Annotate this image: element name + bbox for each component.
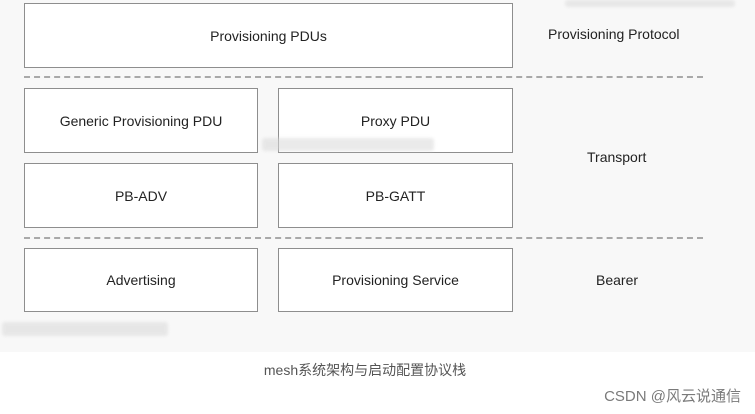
pb-adv-box: PB-ADV — [24, 163, 258, 228]
advertising-label: Advertising — [106, 272, 176, 288]
generic-provisioning-pdu-label: Generic Provisioning PDU — [59, 112, 223, 129]
pb-gatt-box: PB-GATT — [278, 163, 513, 228]
provisioning-service-box: Provisioning Service — [278, 248, 513, 312]
bearer-layer-label: Bearer — [596, 272, 639, 288]
provisioning-service-label: Provisioning Service — [332, 272, 459, 288]
provisioning-pdus-box: Provisioning PDUs — [24, 3, 513, 68]
source-credit: CSDN @风云说通信 — [604, 388, 741, 405]
diagram-canvas: Provisioning PDUs Provisioning Protocol … — [2, 0, 735, 336]
pb-gatt-label: PB-GATT — [365, 187, 426, 204]
provisioning-protocol-layer-label: Provisioning Protocol — [548, 26, 680, 42]
proxy-pdu-label: Proxy PDU — [360, 112, 431, 129]
figure-caption: mesh系统架构与启动配置协议栈 — [263, 362, 467, 378]
layer-divider-bottom — [24, 237, 703, 239]
watermark-smudge — [565, 0, 735, 7]
watermark-smudge — [2, 322, 168, 336]
advertising-box: Advertising — [24, 248, 258, 312]
generic-provisioning-pdu-box: Generic Provisioning PDU — [24, 88, 258, 153]
provisioning-pdus-label: Provisioning PDUs — [210, 27, 327, 44]
watermark-smudge — [262, 138, 434, 151]
layer-divider-top — [24, 76, 703, 78]
transport-layer-label: Transport — [587, 149, 647, 165]
pb-adv-label: PB-ADV — [114, 187, 168, 204]
